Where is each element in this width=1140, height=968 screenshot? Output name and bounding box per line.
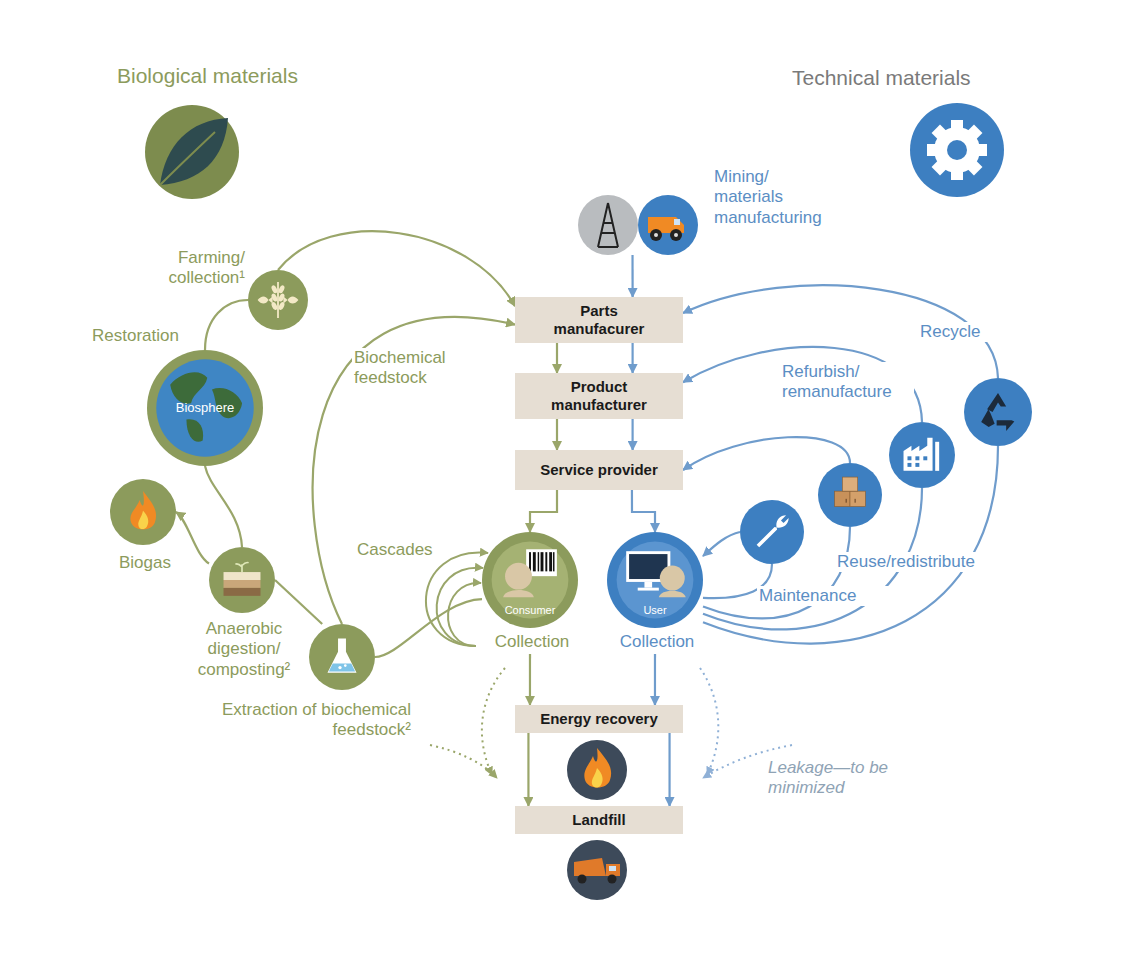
flow-connector [205,466,242,547]
flow-connector [278,231,515,306]
flow-connector [375,599,482,657]
node-label: Consumer [490,604,570,617]
flow-connector [527,733,529,806]
node-label: Reuse/redistribute [835,552,1014,572]
maintenance-circle: Maintenance [740,500,804,564]
node-label: Farming/ collection¹ [148,248,247,289]
node-circle [309,624,375,690]
node-circle [209,547,275,613]
extraction-circle: Extraction of biochemical feedstock² [309,624,375,690]
process-box: Energy recovery [515,705,683,733]
node-circle [248,270,308,330]
node-label: Collection [482,632,582,652]
process-box: Product manufacturer [515,373,683,419]
flow-connector [631,419,633,450]
farming-icon-circle: Farming/ collection¹ [248,270,308,330]
node-label: Collection [607,632,707,652]
box-label: Product manufacturer [544,378,654,413]
flow-connector [205,300,248,350]
flow-connector [654,654,656,705]
flow-label: Restoration [90,326,204,346]
node-label: Biogas [103,553,187,573]
flow-connector [703,446,998,644]
flow-connector [668,733,670,806]
box-label: Landfill [519,811,679,829]
edge-label: Biochemical feedstock [352,348,476,389]
flow-connector [556,343,558,373]
user-circle: UserCollection [607,532,703,654]
flow-connector [275,580,322,624]
flow-connector [631,255,633,297]
box-label: Service provider [519,461,679,479]
consumer-circle: ConsumerCollection [482,532,578,654]
node-label: Recycle [918,322,1002,342]
composting-circle: Anaerobic digestion/ composting² [209,547,275,613]
leaf-icon [145,105,239,199]
box-label: Energy recovery [519,710,679,728]
node-circle [889,422,955,488]
node-circle [740,500,804,564]
node-circle [964,378,1032,446]
process-box: Parts manufacurer [515,297,683,343]
node-label: Anaerobic digestion/ composting² [189,619,299,680]
biosphere-circle: Biosphere [147,350,263,466]
flow-label: Cascades [355,540,439,560]
flow-connector [632,490,655,532]
gear-icon [910,103,1004,197]
mining-icons: Mining/ materials manufacturing [576,195,700,255]
note-label: Leakage—to be minimized [766,758,895,799]
flow-connector [631,343,633,373]
process-box: Service provider [515,450,683,490]
node-label: Mining/ materials manufacturing [712,167,844,228]
node-circle [110,479,176,545]
refurbish-circle: Refurbish/ remanufacture [889,422,955,488]
flow-connector [529,654,531,705]
node-label: Extraction of biochemical feedstock² [219,700,413,741]
process-box: Landfill [515,806,683,834]
flow-connector [530,490,557,532]
node-label: Biosphere [155,400,255,416]
recycle-circle: Recycle [964,378,1032,446]
landfill-truck-icon [567,840,627,900]
node-circle [818,463,882,527]
section-heading: Technical materials [790,65,1034,90]
biogas-circle: Biogas [110,479,176,545]
node-label: Refurbish/ remanufacture [780,362,914,403]
node-label: Maintenance [757,586,891,606]
box-label: Parts manufacurer [544,302,654,337]
section-heading: Biological materials [115,63,379,88]
reuse-circle: Reuse/redistribute [818,463,882,527]
flow-connector [556,419,558,450]
node-label: User [615,604,695,617]
flow-connector [683,347,922,422]
energy-flame-icon [567,740,627,800]
flow-connector [703,532,740,556]
icon-pair [576,195,700,255]
flow-connector [683,437,850,470]
